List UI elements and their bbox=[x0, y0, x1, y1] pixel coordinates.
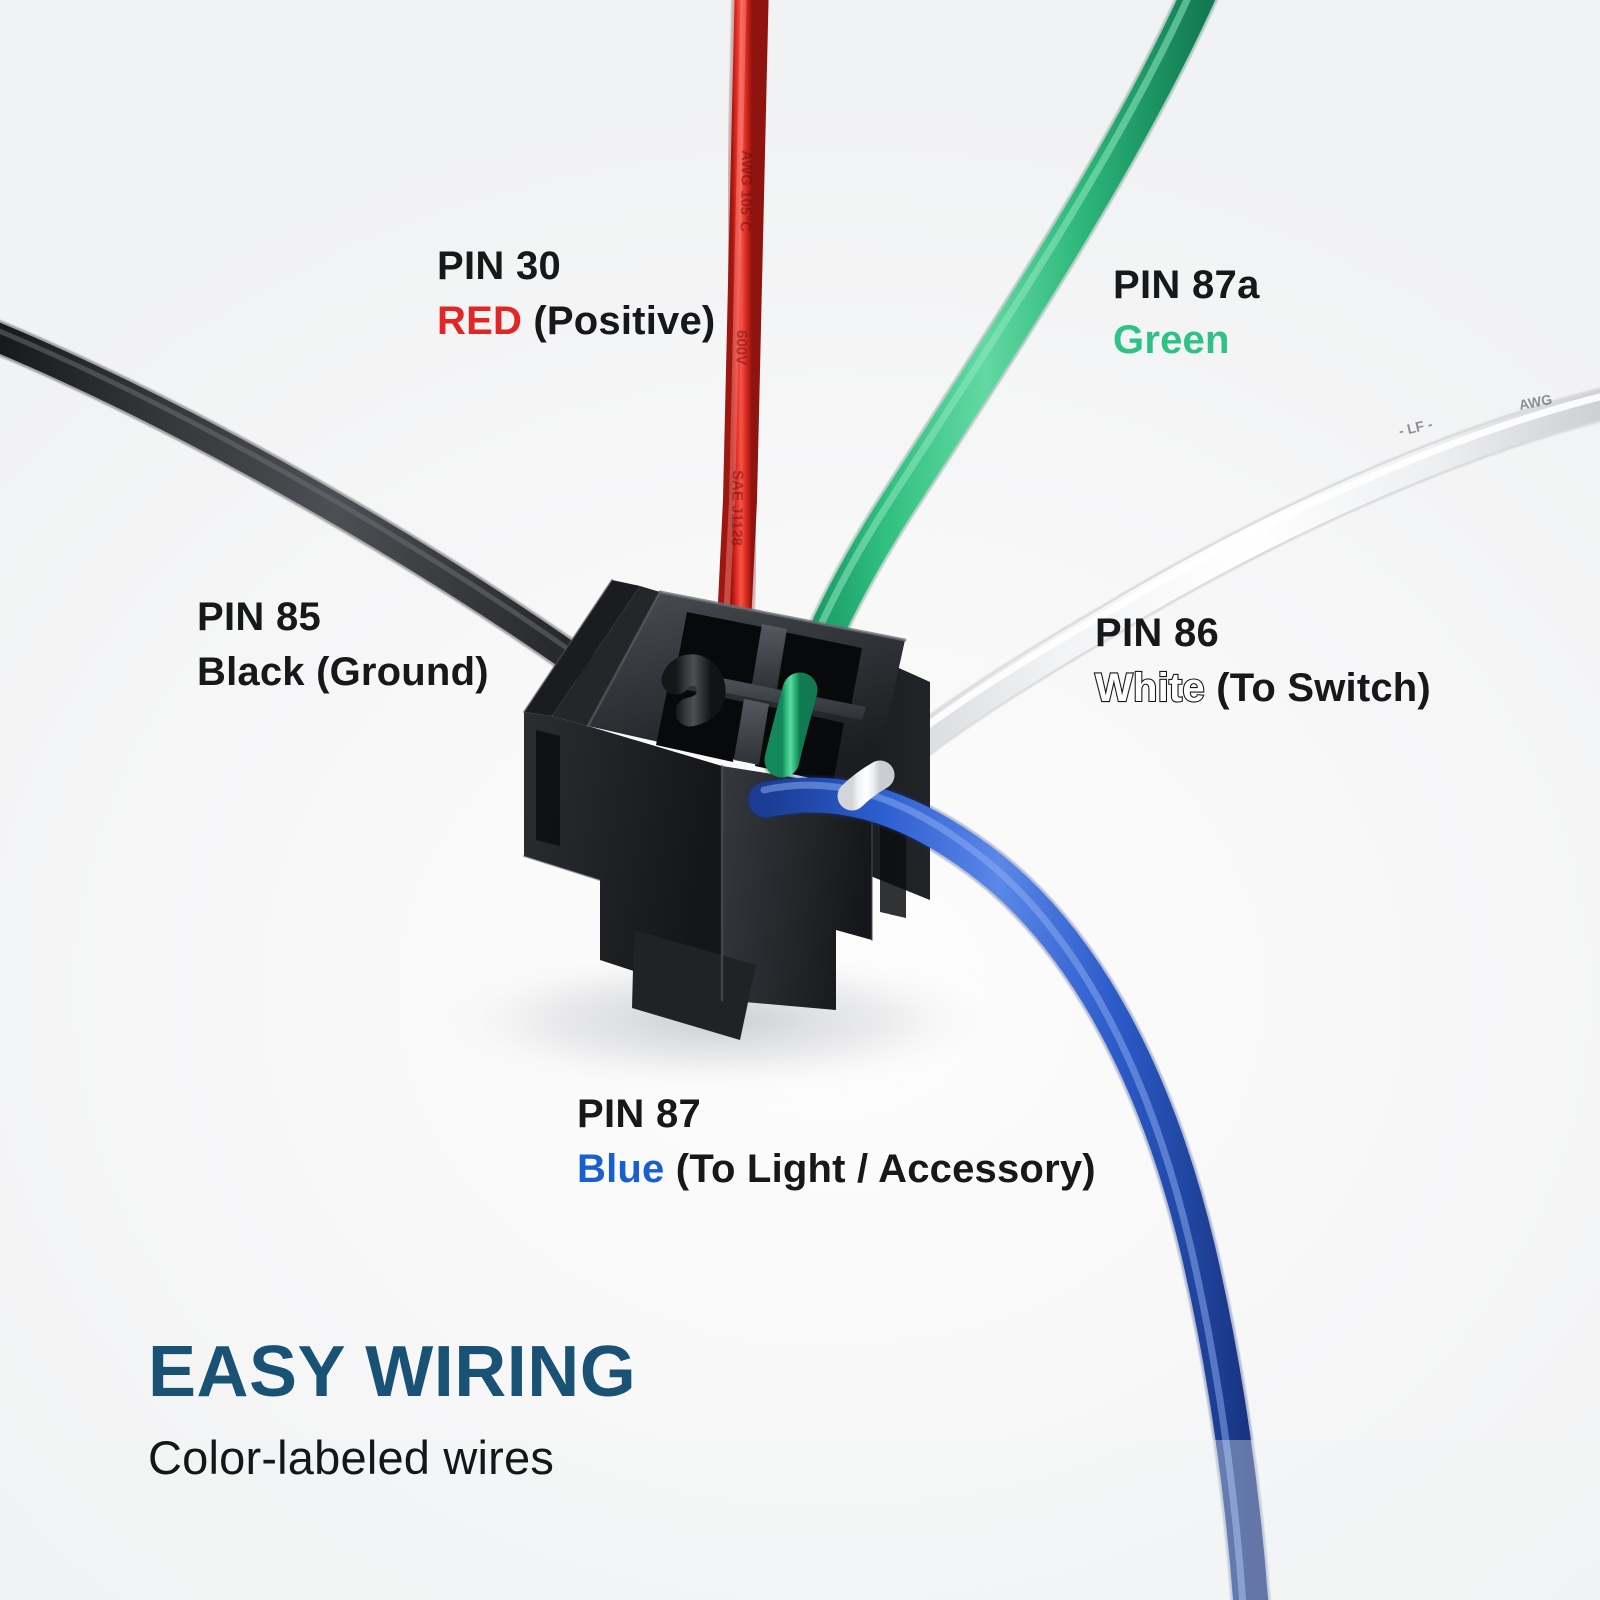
callout-pin-87a-pin: PIN 87a bbox=[1113, 263, 1260, 307]
wire-black-tail bbox=[661, 654, 726, 727]
callout-pin-87: PIN 87 Blue (To Light / Accessory) bbox=[577, 1091, 1096, 1193]
callout-pin-87-desc: Blue (To Light / Accessory) bbox=[577, 1146, 1096, 1193]
callout-pin-87a-desc: Green bbox=[1113, 317, 1260, 364]
callout-pin-85-desc: Black (Ground) bbox=[197, 649, 489, 696]
callout-pin-86-pin: PIN 86 bbox=[1095, 611, 1220, 655]
socket-left-tab bbox=[524, 580, 640, 716]
svg-text:- LF -: - LF - bbox=[1397, 416, 1434, 439]
wire-white-tail bbox=[837, 760, 895, 811]
callout-pin-86: PIN 86 White (To Switch) bbox=[1094, 610, 1431, 712]
color-word-blue: Blue bbox=[577, 1147, 665, 1192]
wire-red: AWG 105°C 600V SAE J1128 bbox=[712, 0, 772, 685]
feature-banner: EASY WIRING Color-labeled wires bbox=[148, 1336, 636, 1485]
callout-pin-87-remainder: (To Light / Accessory) bbox=[664, 1147, 1096, 1192]
callout-pin-85-pin: PIN 85 bbox=[197, 595, 322, 639]
feature-headline: EASY WIRING bbox=[148, 1332, 637, 1412]
relay-socket-body bbox=[523, 579, 930, 1040]
callout-pin-87a: PIN 87a Green bbox=[1113, 262, 1260, 364]
socket-front-left-face bbox=[524, 712, 722, 1000]
surface-vignette bbox=[0, 1440, 1600, 1600]
wire-green-tail bbox=[764, 672, 818, 778]
socket-mounting-tab bbox=[632, 930, 756, 1040]
svg-text:AWG 105°C: AWG 105°C bbox=[737, 150, 755, 232]
feature-subline: Color-labeled wires bbox=[148, 1431, 555, 1484]
svg-text:SAE J1128: SAE J1128 bbox=[728, 470, 746, 546]
color-word-white: White bbox=[1094, 665, 1206, 711]
color-word-green: Green bbox=[1113, 318, 1230, 363]
callout-pin-86-remainder: (To Switch) bbox=[1204, 666, 1431, 711]
callout-pin-85-remainder: (Ground) bbox=[304, 650, 489, 695]
callout-pin-87-pin: PIN 87 bbox=[577, 1092, 702, 1136]
socket-front-right-face bbox=[722, 766, 872, 1010]
callout-pin-30-desc: RED (Positive) bbox=[437, 298, 715, 345]
red-wire-print: AWG 105°C 600V SAE J1128 bbox=[728, 150, 755, 546]
socket-left-groove bbox=[536, 730, 560, 846]
color-word-black: Black bbox=[197, 650, 305, 695]
callout-pin-30-remainder: (Positive) bbox=[522, 299, 716, 344]
socket-left-wall bbox=[552, 586, 660, 726]
wire-blue bbox=[746, 775, 1271, 1600]
wire-white: - LF - AWG bbox=[863, 387, 1600, 792]
white-wire-print: - LF - AWG bbox=[1397, 391, 1553, 439]
svg-text:AWG: AWG bbox=[1518, 391, 1554, 413]
callout-pin-30: PIN 30 RED (Positive) bbox=[437, 243, 715, 345]
callout-pin-30-pin: PIN 30 bbox=[437, 244, 562, 288]
callout-pin-85: PIN 85 Black (Ground) bbox=[197, 594, 489, 696]
color-word-red: RED bbox=[437, 299, 523, 344]
callout-pin-86-desc: White (To Switch) bbox=[1094, 665, 1431, 712]
svg-text:600V: 600V bbox=[732, 330, 750, 365]
